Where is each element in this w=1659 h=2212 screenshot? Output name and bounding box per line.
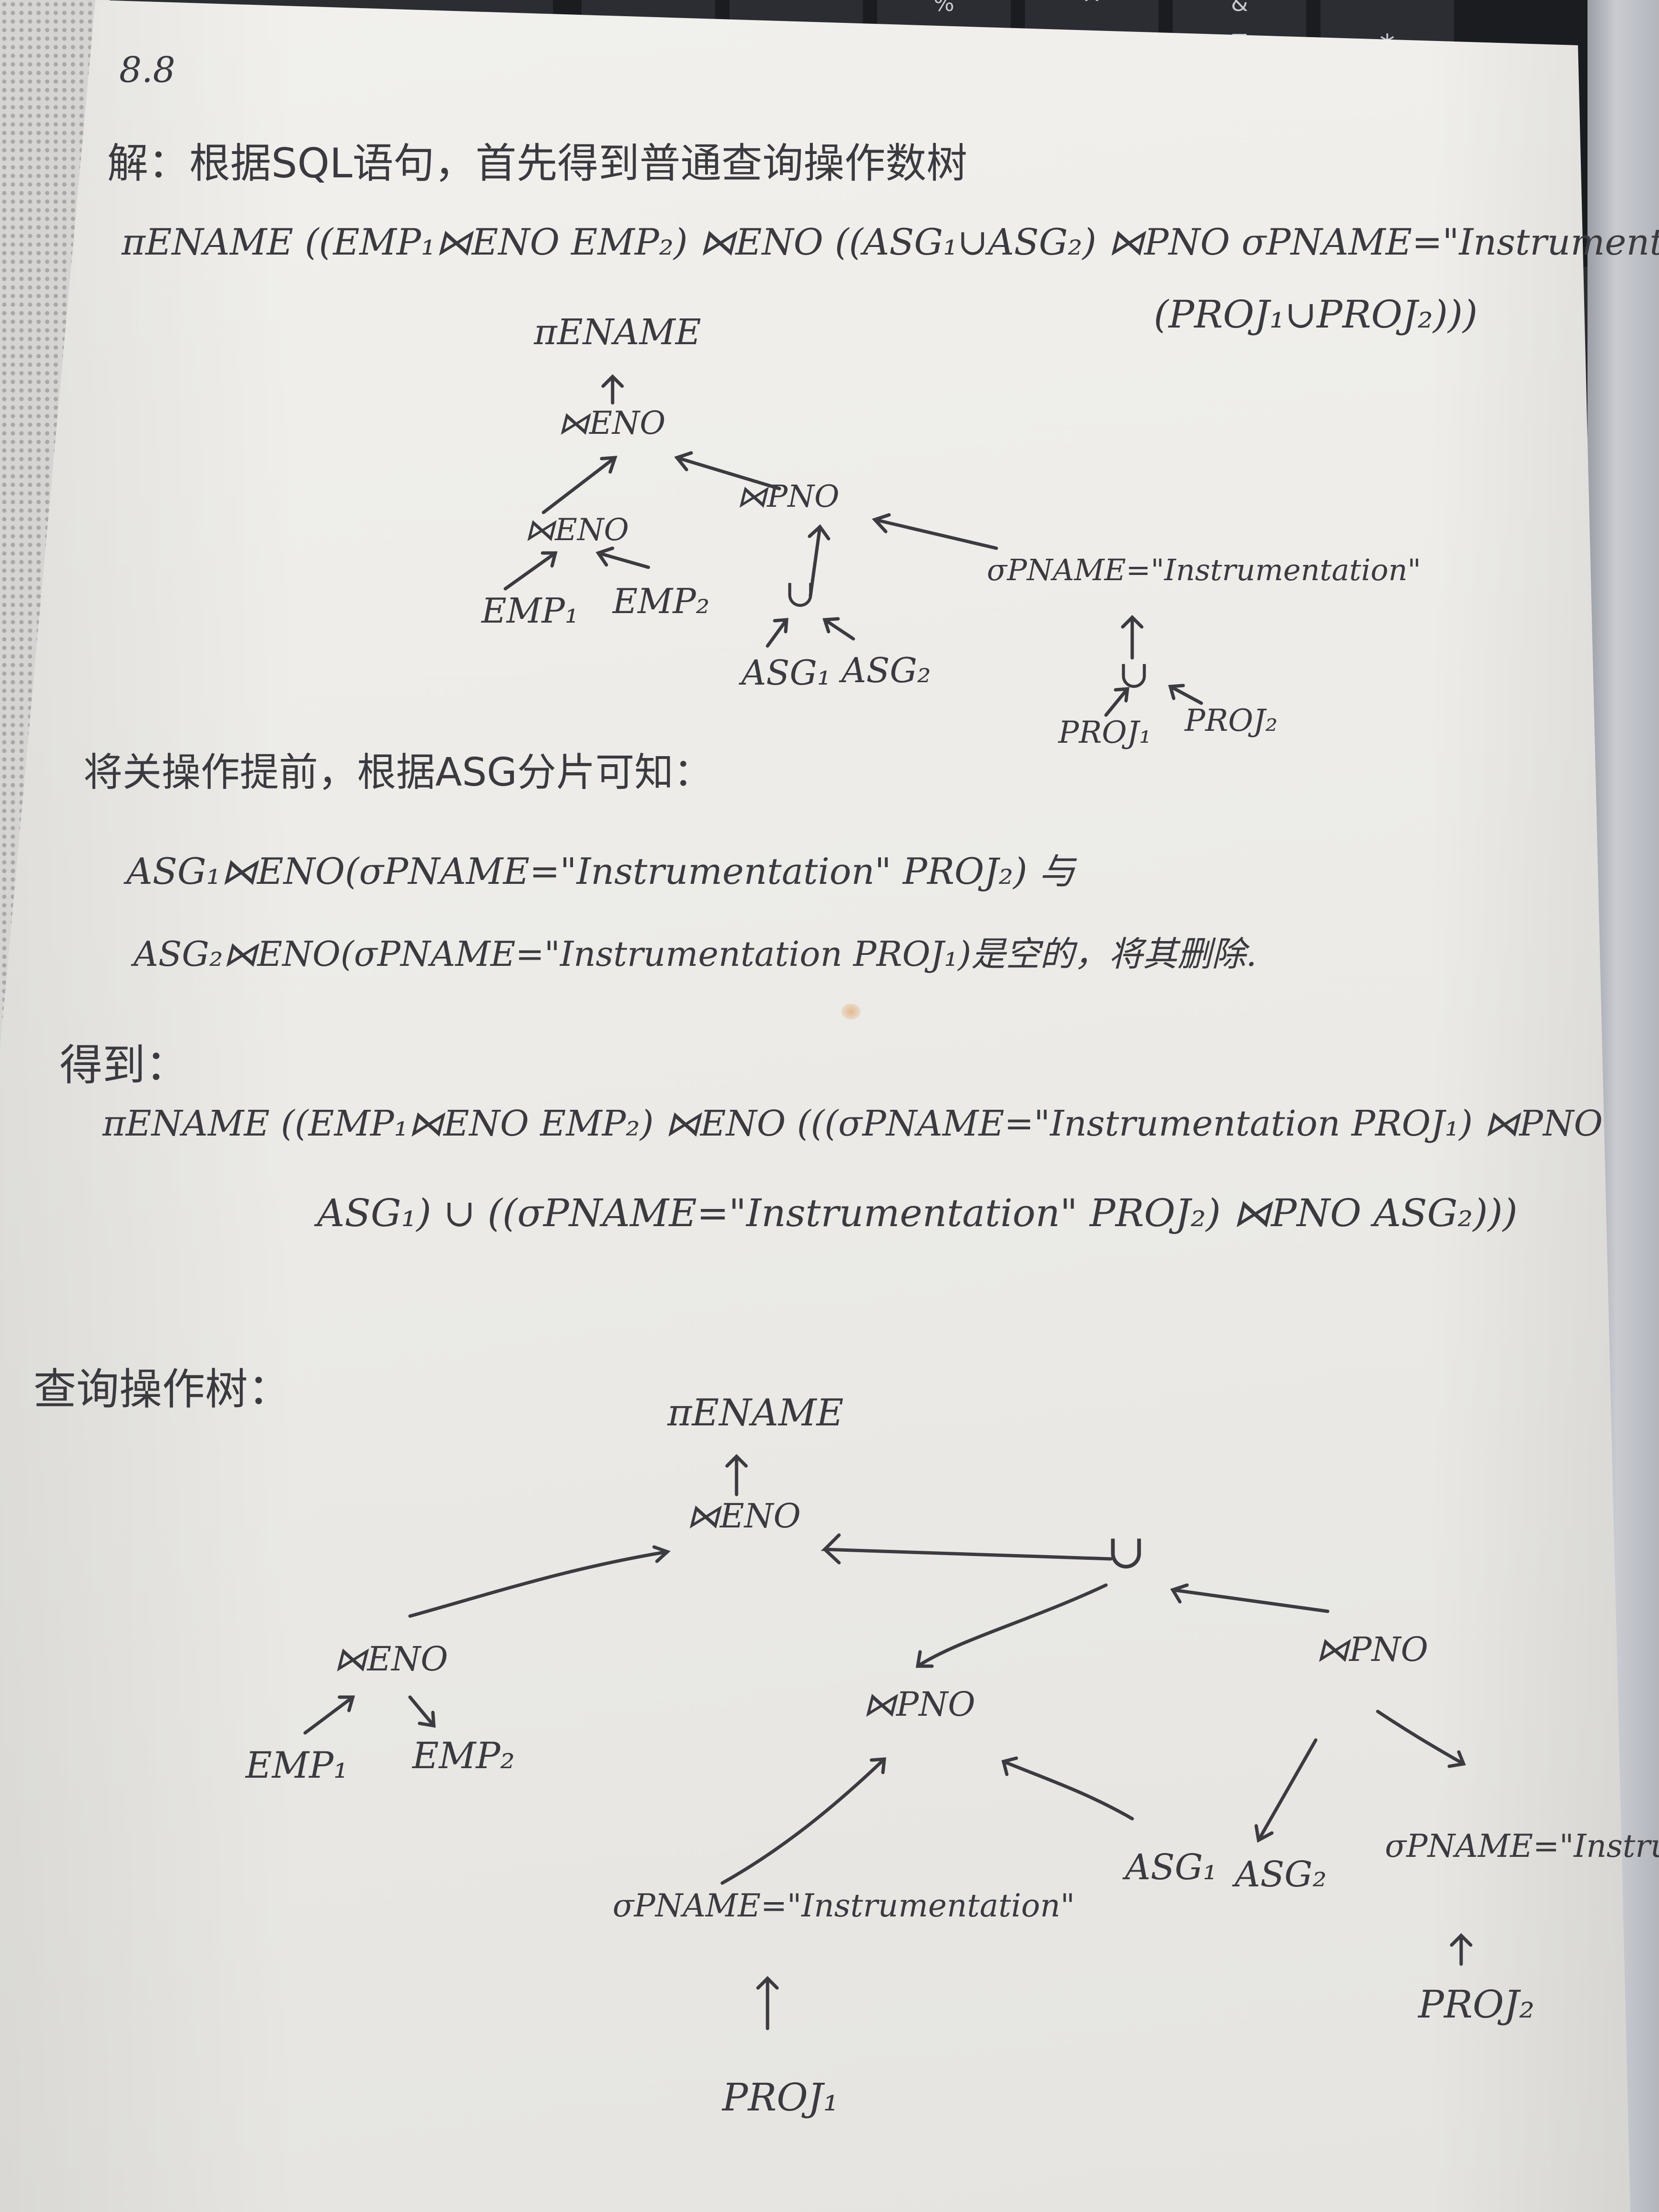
arrow	[725, 1454, 748, 1496]
tree2-asg1: ASG₁	[1125, 1847, 1217, 1888]
intro-text: 解：根据SQL语句，首先得到普通查询操作数树	[107, 140, 968, 187]
tree1-union-asg: ∪	[784, 571, 817, 615]
arrow	[1168, 684, 1203, 705]
arrow	[1121, 615, 1144, 660]
arrow	[408, 1695, 436, 1728]
note-line-3: ASG₂⋈ENO(σPNAME="Instrumentation PROJ₁)是…	[133, 934, 1257, 974]
tree2-proj2: PROJ₂	[1418, 1982, 1535, 2027]
arrow	[871, 513, 998, 550]
arrow	[820, 1533, 1113, 1565]
tree2-label: 查询操作树：	[33, 1364, 291, 1414]
tree1-join-left: ⋈ENO	[524, 512, 629, 548]
arrow	[808, 524, 830, 598]
tree1-asg1: ASG₁	[741, 653, 831, 693]
tree2-emp1: EMP₁	[246, 1744, 348, 1786]
result-label: 得到：	[60, 1040, 188, 1090]
arrow	[915, 1583, 1108, 1668]
tree2-join-mid: ⋈PNO	[863, 1685, 975, 1724]
arrow	[1450, 1933, 1473, 1966]
tree2-emp2: EMP₂	[412, 1734, 515, 1777]
tree1-root-projection: πENAME	[534, 312, 701, 353]
arrow	[1001, 1756, 1134, 1821]
expression-1-line-1: πENAME ((EMP₁⋈ENO EMP₂) ⋈ENO ((ASG₁∪ASG₂…	[122, 221, 1659, 263]
tree1-emp1: EMP₁	[481, 591, 579, 631]
tree1-emp2: EMP₂	[613, 581, 710, 621]
arrow	[542, 456, 617, 514]
tree2-join-emp: ⋈ENO	[334, 1639, 448, 1679]
tree2-join-top: ⋈ENO	[686, 1496, 801, 1536]
arrow	[1104, 687, 1129, 717]
arrow	[720, 1757, 886, 1885]
tree2-union: ∪	[1106, 1524, 1146, 1579]
expression-2-line-2: ASG₁) ∪ ((σPNAME="Instrumentation" PROJ₂…	[317, 1191, 1518, 1235]
arrow	[1254, 1738, 1318, 1843]
arrow	[601, 374, 624, 405]
tree1-join-right: ⋈PNO	[737, 479, 840, 514]
tree1-union-proj: ∪	[1118, 652, 1150, 696]
tree1-selection: σPNAME="Instrumentation"	[987, 553, 1421, 587]
arrow	[595, 546, 650, 569]
arrow	[822, 617, 855, 641]
arrow	[756, 1976, 779, 2030]
tree2-proj1: PROJ₁	[722, 2075, 839, 2120]
tree1-join-top: ⋈ENO	[558, 405, 666, 441]
tree1-proj2: PROJ₂	[1185, 703, 1278, 738]
expression-2-line-1: πENAME ((EMP₁⋈ENO EMP₂) ⋈ENO (((σPNAME="…	[102, 1103, 1603, 1144]
tree1-proj1: PROJ₁	[1058, 715, 1152, 750]
arrow	[408, 1545, 671, 1618]
note-line-1: 将关操作提前，根据ASG分片可知：	[83, 750, 713, 795]
paper-stain	[841, 1004, 860, 1020]
arrow	[1376, 1710, 1466, 1768]
problem-number: 8.8	[119, 50, 175, 91]
tree1-asg2: ASG₂	[841, 650, 931, 690]
arrow	[674, 451, 781, 491]
arrow	[1170, 1583, 1330, 1613]
note-line-2: ASG₁⋈ENO(σPNAME="Instrumentation" PROJ₂)…	[126, 850, 1075, 892]
expression-1-line-2: (PROJ₁∪PROJ₂)))	[1154, 292, 1478, 337]
tree2-join-right: ⋈PNO	[1316, 1630, 1428, 1669]
arrow	[766, 618, 789, 648]
tree2-selection-2: σPNAME="Instrumen	[1385, 1828, 1659, 1864]
arrow	[503, 551, 558, 591]
tree2-root-projection: πENAME	[667, 1392, 844, 1434]
tree2-selection-1: σPNAME="Instrumentation"	[613, 1887, 1075, 1924]
arrow	[303, 1695, 355, 1735]
tree2-asg2: ASG₂	[1235, 1854, 1327, 1895]
